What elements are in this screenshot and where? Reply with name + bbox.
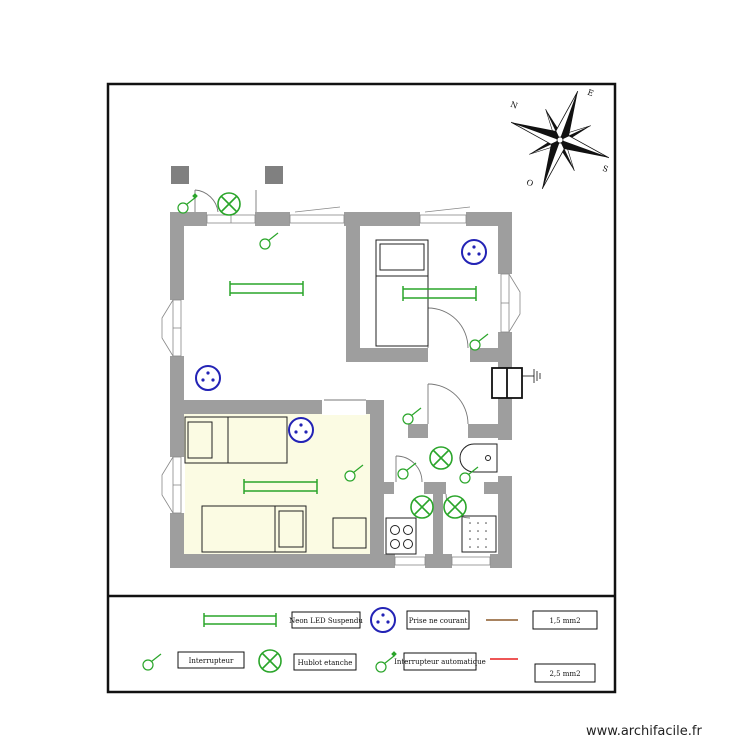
switch-icon (397, 462, 417, 480)
compass-e: E (586, 88, 595, 99)
bedroom-floor (183, 413, 370, 556)
porthole-light-icon (429, 446, 453, 470)
legend: Neon LED Suspendu Prise ne courant 1,5 m… (142, 607, 598, 683)
legend-switch-icon (142, 653, 162, 671)
neon-icon (229, 281, 304, 296)
nightstand (332, 517, 367, 549)
legend-wire-2-5-label: 2,5 mm2 (549, 670, 580, 678)
switch-icon (459, 466, 479, 484)
legend-socket-label: Prise ne courant (409, 617, 468, 625)
porthole-light-icon (217, 192, 241, 216)
sink (459, 443, 498, 473)
shower-dots (469, 522, 487, 548)
compass-n: N (509, 100, 519, 111)
watermark: www.archifacile.fr (586, 724, 702, 739)
electrical-panel (491, 367, 541, 399)
legend-auto-switch-icon (375, 651, 397, 673)
switch-icon (402, 407, 422, 425)
neon-icon (243, 479, 318, 494)
legend-neon-icon (203, 613, 277, 627)
socket-icon (288, 417, 314, 443)
furniture (184, 239, 498, 555)
post-right (265, 166, 283, 184)
switch-icon (259, 232, 279, 250)
porthole-light-icon (410, 495, 434, 519)
neon-icon (402, 286, 477, 301)
bed-top-right (375, 239, 429, 347)
compass-o: O (525, 178, 535, 189)
legend-neon-label: Neon LED Suspendu (289, 617, 363, 625)
socket-icon (461, 239, 487, 265)
plan-frame (106, 82, 617, 694)
legend-porthole-label: Hublot etanche (298, 659, 353, 667)
switch-icon (469, 333, 489, 351)
shower-tray (461, 515, 497, 553)
compass-rose (510, 90, 610, 190)
socket-icon (195, 365, 221, 391)
legend-wire-1-5-label: 1,5 mm2 (549, 617, 580, 625)
post-left (171, 166, 189, 184)
window-frames (161, 206, 521, 566)
stove (385, 517, 417, 555)
auto-switch-icon (177, 193, 198, 214)
legend-porthole-icon (258, 649, 282, 673)
porthole-light-icon (443, 495, 467, 519)
compass-s: S (601, 164, 609, 174)
legend-socket-icon (370, 607, 396, 633)
bed-lower-left (201, 505, 307, 553)
legend-auto-switch-label: Interrupteur automatique (394, 658, 486, 666)
legend-switch-label: Interrupteur (189, 657, 234, 665)
led-neon-lights (229, 281, 477, 494)
compass-labels: N E S O (509, 88, 609, 189)
bed-upper-left (184, 416, 288, 464)
